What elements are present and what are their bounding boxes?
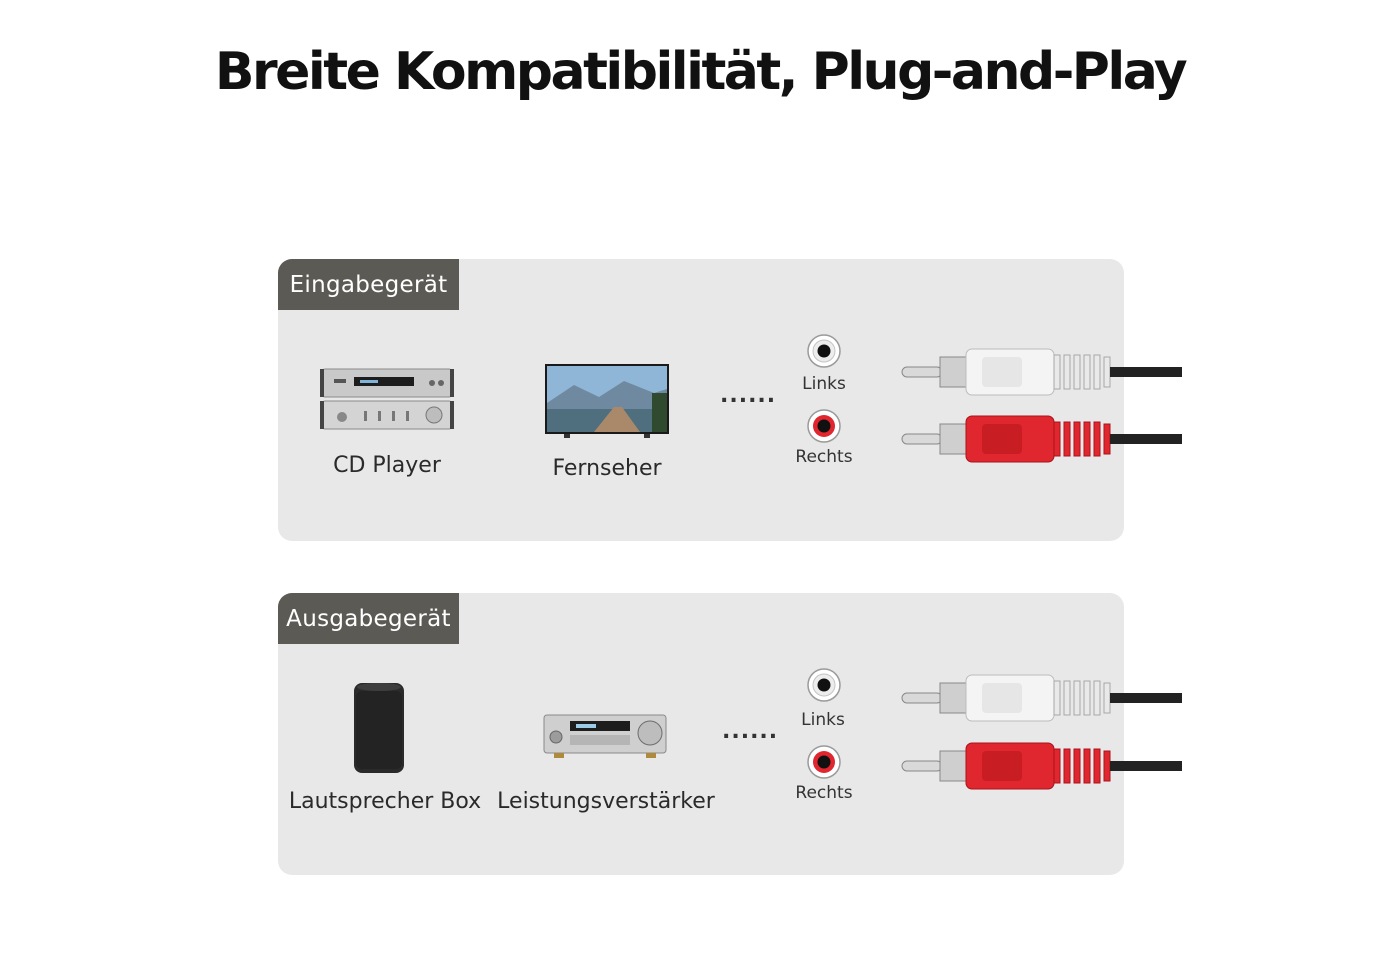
jack-red-icon <box>807 745 841 779</box>
output-devices-panel: Ausgabegerät Lautsprecher Box Leistungsv… <box>278 593 1124 875</box>
jack-white-icon <box>807 334 841 368</box>
device-label-amplifier: Leistungsverstärker <box>497 789 715 814</box>
rca-plug-white-icon <box>901 674 1182 722</box>
speaker-icon <box>354 683 404 773</box>
rca-plug-white-icon <box>901 348 1182 396</box>
panel-tag-input: Eingabegerät <box>278 259 459 310</box>
device-label-cd-player: CD Player <box>333 453 441 478</box>
input-devices-panel: Eingabegerät CD Player Fernseher ...... <box>278 259 1124 541</box>
amplifier-icon <box>543 714 667 758</box>
connection-dots: ...... <box>722 719 779 744</box>
rca-plug-red-icon <box>901 415 1182 463</box>
cd-player-icon <box>320 368 454 430</box>
device-label-speaker: Lautsprecher Box <box>288 789 482 814</box>
jack-white-icon <box>807 668 841 702</box>
page-title: Breite Kompatibilität, Plug-and-Play <box>214 42 1188 102</box>
jack-label-right: Rechts <box>795 783 853 803</box>
connection-dots: ...... <box>720 383 777 408</box>
jack-label-left: Links <box>801 710 845 730</box>
jack-label-left: Links <box>802 374 846 394</box>
rca-plug-red-icon <box>901 742 1182 790</box>
jack-label-right: Rechts <box>795 447 853 467</box>
panel-tag-output: Ausgabegerät <box>278 593 459 644</box>
jack-red-icon <box>807 409 841 443</box>
device-label-tv: Fernseher <box>552 456 662 481</box>
tv-icon <box>545 364 669 438</box>
